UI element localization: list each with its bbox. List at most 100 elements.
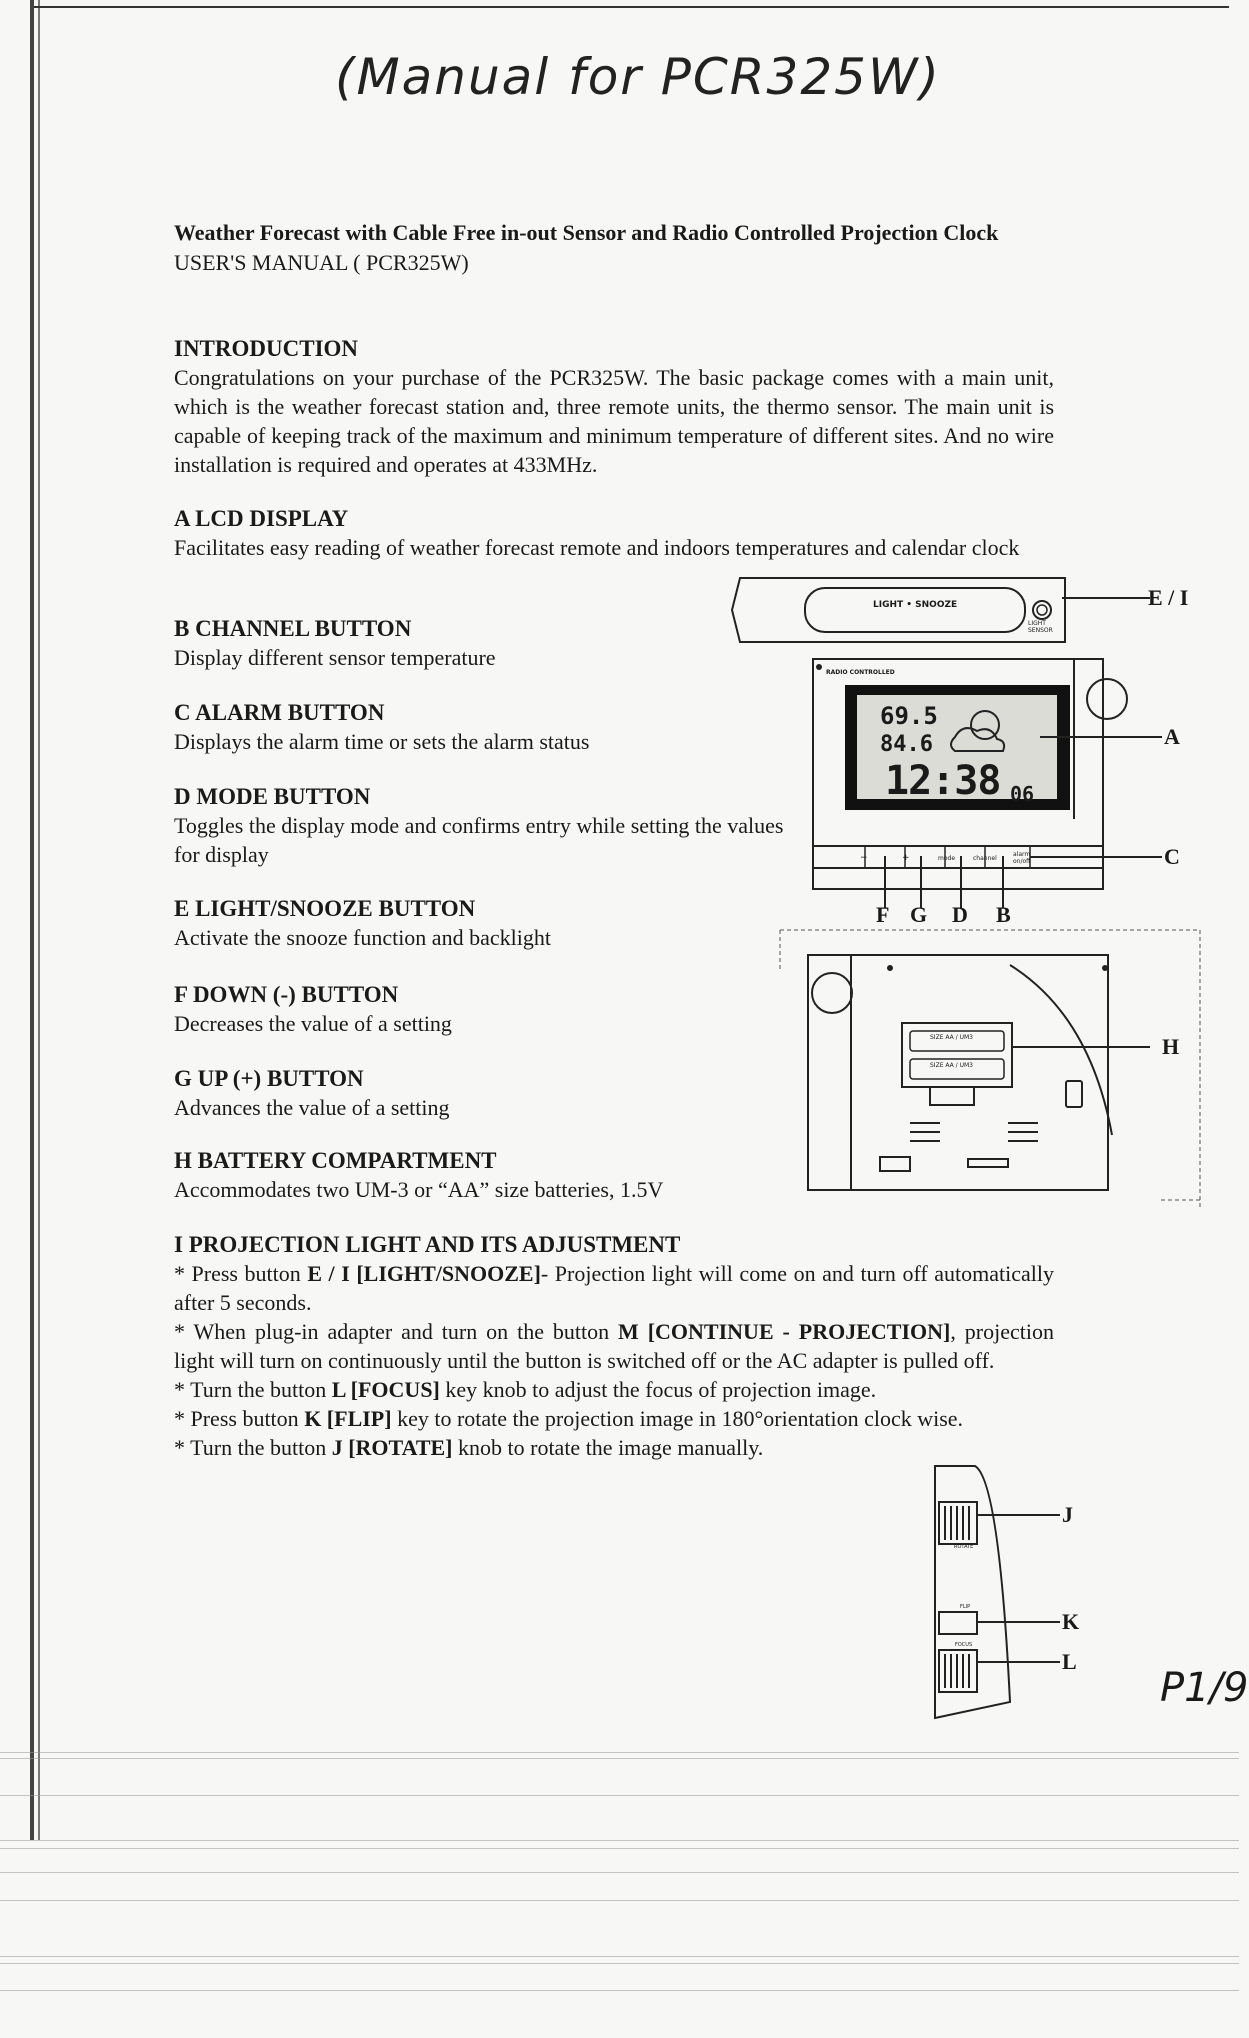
document-title: Weather Forecast with Cable Free in-out … (174, 218, 1054, 278)
section-body: Decreases the value of a setting (174, 1011, 452, 1036)
callout-line-ei (1062, 597, 1150, 599)
section-a: A LCD DISPLAY Facilitates easy reading o… (174, 504, 1054, 562)
device-side-view (934, 1465, 1012, 1720)
section-e: E LIGHT/SNOOZE BUTTON Activate the snooz… (174, 894, 794, 952)
section-heading: E LIGHT/SNOOZE BUTTON (174, 896, 476, 921)
flip-label: FLIP (960, 1604, 971, 1610)
light-sensor-label: LIGHT SENSOR (1028, 620, 1053, 634)
section-body: Toggles the display mode and confirms en… (174, 813, 784, 867)
item-key: J [ROTATE] (331, 1435, 453, 1460)
projection-item: * Turn the button J [ROTATE] knob to rot… (174, 1433, 1054, 1462)
callout-line-d (960, 856, 962, 908)
radio-controlled-label: RADIO CONTROLLED (826, 669, 895, 676)
item-key: M [CONTINUE - PROJECTION] (618, 1319, 951, 1344)
callout-line-a (1040, 736, 1162, 738)
scan-line (0, 1758, 1239, 1759)
lcd-reading-1: 69.5 (880, 702, 938, 730)
section-body: Displays the alarm time or sets the alar… (174, 729, 590, 754)
section-heading: D MODE BUTTON (174, 784, 371, 809)
projection-item: * Turn the button L [FOCUS] key knob to … (174, 1375, 1054, 1404)
light-snooze-label: LIGHT • SNOOZE (873, 600, 958, 610)
item-text: * Turn the button (174, 1435, 332, 1460)
section-d: D MODE BUTTON Toggles the display mode a… (174, 782, 794, 869)
callout-k: K (1062, 1609, 1080, 1634)
subtitle-text: USER'S MANUAL ( PCR325W) (174, 250, 469, 275)
diagram-border (779, 929, 1201, 1210)
section-heading: B CHANNEL BUTTON (174, 616, 412, 641)
projection-heading: I PROJECTION LIGHT AND ITS ADJUSTMENT (174, 1232, 681, 1257)
callout-h: H (1162, 1034, 1180, 1059)
section-heading: C ALARM BUTTON (174, 700, 385, 725)
scan-line (0, 1752, 1239, 1753)
callout-a: A (1164, 724, 1180, 749)
callout-c: C (1164, 844, 1180, 869)
button-minus-label: − (860, 853, 868, 863)
callout-line-b (1002, 856, 1004, 908)
section-h: H BATTERY COMPARTMENT Accommodates two U… (174, 1146, 794, 1204)
callout-l: L (1062, 1649, 1077, 1674)
section-heading: A LCD DISPLAY (174, 506, 349, 531)
item-key: E / I [LIGHT/SNOOZE] (307, 1261, 541, 1286)
callout-line-h (1012, 1046, 1150, 1048)
item-text: key knob to adjust the focus of projecti… (439, 1377, 877, 1402)
item-text: - Projection light will come on and turn… (174, 1261, 1054, 1315)
section-body: Display different sensor temperature (174, 645, 496, 670)
battery-label-2: SIZE AA / UM3 (930, 1062, 973, 1069)
callout-line-g (920, 856, 922, 908)
scan-line (0, 1990, 1239, 1991)
scan-line (0, 1872, 1239, 1873)
scan-line (0, 1848, 1239, 1849)
scan-line (0, 1795, 1239, 1796)
section-f: F DOWN (-) BUTTON Decreases the value of… (174, 980, 794, 1038)
device-front-view (812, 658, 1128, 890)
callout-f: F (876, 902, 890, 927)
lcd-seconds: 06 (1010, 782, 1035, 806)
callout-g: G (910, 902, 928, 927)
battery-label-1: SIZE AA / UM3 (930, 1034, 973, 1041)
item-text: * When plug-in adapter and turn on the b… (174, 1319, 619, 1344)
callout-line-l (978, 1661, 1060, 1663)
intro-section: INTRODUCTION Congratulations on your pur… (174, 334, 1054, 479)
intro-body: Congratulations on your purchase of the … (174, 365, 1054, 477)
section-c: C ALARM BUTTON Displays the alarm time o… (174, 698, 794, 756)
focus-label: FOCUS (955, 1642, 973, 1648)
item-text: * Turn the button (174, 1377, 332, 1402)
item-key: K [FLIP] (304, 1406, 392, 1431)
button-channel-label: channel (973, 855, 997, 862)
lcd-time: 12:38 (885, 758, 1001, 804)
rotate-label: ROTATE (954, 1544, 974, 1550)
projection-section: I PROJECTION LIGHT AND ITS ADJUSTMENT * … (174, 1230, 1054, 1462)
callout-line-f (884, 856, 886, 908)
projection-item: * Press button K [FLIP] key to rotate th… (174, 1404, 1054, 1433)
section-heading: F DOWN (-) BUTTON (174, 982, 399, 1007)
item-text: * Press button (174, 1261, 308, 1286)
section-heading: G UP (+) BUTTON (174, 1066, 364, 1091)
scan-edge (30, 0, 34, 1840)
device-back-view (807, 954, 1113, 1191)
top-rule (34, 6, 1229, 8)
callout-ei: E / I (1148, 585, 1189, 610)
callout-line-k (978, 1621, 1060, 1623)
button-alarm-label: alarm on/off (1013, 851, 1031, 865)
scan-line (0, 1840, 1239, 1841)
callout-j: J (1062, 1502, 1073, 1527)
scan-line (0, 1963, 1239, 1964)
item-key: L [FOCUS] (331, 1377, 440, 1402)
device-top-view (730, 577, 1066, 643)
section-body: Activate the snooze function and backlig… (174, 925, 551, 950)
callout-line-c (1030, 856, 1162, 858)
title-text: Weather Forecast with Cable Free in-out … (174, 220, 999, 245)
scan-line (0, 1900, 1239, 1901)
callout-b: B (996, 902, 1011, 927)
item-text: * Press button (174, 1406, 305, 1431)
section-body: Accommodates two UM-3 or “AA” size batte… (174, 1177, 664, 1202)
item-text: knob to rotate the image manually. (452, 1435, 764, 1460)
section-body: Advances the value of a setting (174, 1095, 450, 1120)
intro-heading: INTRODUCTION (174, 336, 359, 361)
button-mode-label: mode (938, 855, 956, 862)
projection-item: * Press button E / I [LIGHT/SNOOZE]- Pro… (174, 1259, 1054, 1317)
scan-line (0, 1956, 1239, 1957)
scan-edge-inner (38, 0, 40, 1840)
item-text: key to rotate the projection image in 18… (391, 1406, 964, 1431)
projection-item: * When plug-in adapter and turn on the b… (174, 1317, 1054, 1375)
